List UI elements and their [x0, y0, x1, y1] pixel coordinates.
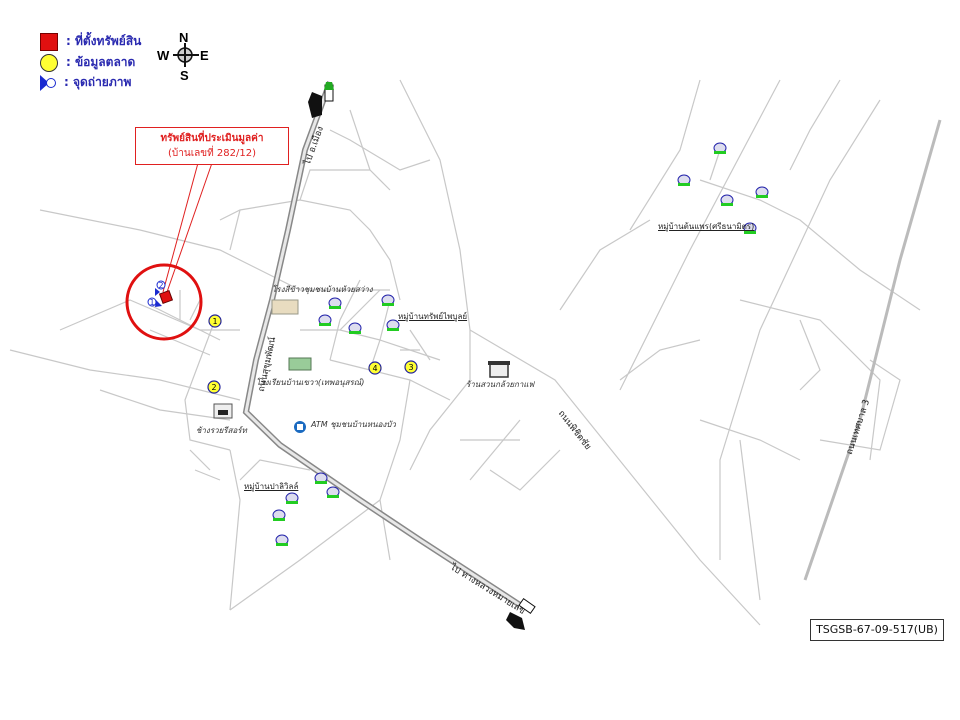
market-points: 1 2 3 4 [207, 314, 418, 394]
house-icon [381, 294, 395, 306]
legend-item-market: : ข้อมูลตลาด [40, 53, 135, 72]
label-village-1: หมู่บ้านทรัพย์ไพบูลย์ [398, 312, 468, 321]
callout-pointer [162, 162, 213, 293]
legend-item-property: : ที่ตั้งทรัพย์สิน [40, 32, 141, 51]
legend-item-photo: : จุดถ่ายภาพ [40, 73, 131, 92]
subject-highlight-circle [125, 263, 203, 341]
house-icon [755, 186, 769, 198]
house-icon [386, 319, 400, 331]
house-icon [328, 297, 342, 309]
road-municipal-3 [803, 119, 942, 581]
house-icon [326, 486, 340, 498]
svg-text:S: S [180, 68, 189, 83]
callout-title: ทรัพย์สินที่ประเมินมูลค่า [160, 133, 264, 144]
svg-text:N: N [179, 30, 188, 45]
svg-text:4: 4 [372, 364, 377, 373]
callout-subtitle: (บ้านเลขที่ 282/12) [168, 148, 256, 159]
label-village-2: หมู่บ้านปาลิวิลล์ [244, 482, 299, 491]
main-highway [242, 80, 522, 608]
report-code: TSGSB-67-09-517(UB) [810, 619, 944, 641]
house-icon [743, 222, 757, 234]
school-icon [288, 357, 312, 371]
coffee-shop-icon [489, 362, 509, 378]
direction-arrows [308, 82, 536, 630]
label-atm: ATM ชุมชนบ้านหนองบัว [311, 420, 396, 429]
svg-text:1: 1 [212, 317, 217, 326]
market-point-1: 1 [208, 314, 222, 328]
house-icon [713, 142, 727, 154]
house-icon [272, 509, 286, 521]
photo-points: 2 1 [147, 280, 166, 307]
label-school: โรงเรียนบ้านเขวา(เทพอนุสรณ์) [256, 378, 365, 387]
red-square-icon [40, 32, 58, 51]
market-point-3: 3 [404, 360, 418, 374]
svg-text:2: 2 [159, 281, 164, 290]
svg-text:E: E [200, 48, 209, 63]
property-callout: ทรัพย์สินที่ประเมินมูลค่า (บ้านเลขที่ 28… [135, 127, 289, 165]
house-icon [318, 314, 332, 326]
house-icon [285, 492, 299, 504]
label-rice-mill: โรงสีข้าวชุมชนบ้านห้วยสว่าง [272, 285, 373, 294]
svg-text:3: 3 [408, 363, 413, 372]
svg-text:W: W [157, 48, 170, 63]
rice-mill-icon [271, 299, 299, 315]
yellow-circle-icon [40, 53, 58, 72]
house-icon [275, 534, 289, 546]
house-icon [348, 322, 362, 334]
label-hotel: ช้างรวยรีสอร์ท [196, 426, 247, 435]
photo-point-icon [40, 74, 56, 91]
minor-roads [9, 79, 921, 626]
market-point-2: 2 [207, 380, 221, 394]
label-coffee-shop: ร้านสวนกล้วยกาแฟ [466, 380, 535, 389]
svg-text:2: 2 [211, 383, 216, 392]
compass-icon: N S E W [157, 30, 209, 83]
house-icon [314, 472, 328, 484]
subject-property-marker [158, 289, 174, 305]
poi-icons [213, 299, 510, 433]
house-icon [720, 194, 734, 206]
label-village-3: หมู่บ้านต้นแพร(ศรีธนามิตร) [658, 222, 755, 231]
svg-text:1: 1 [150, 298, 155, 307]
village-house-icons [272, 142, 769, 546]
house-icon [677, 174, 691, 186]
market-point-4: 4 [368, 361, 382, 375]
